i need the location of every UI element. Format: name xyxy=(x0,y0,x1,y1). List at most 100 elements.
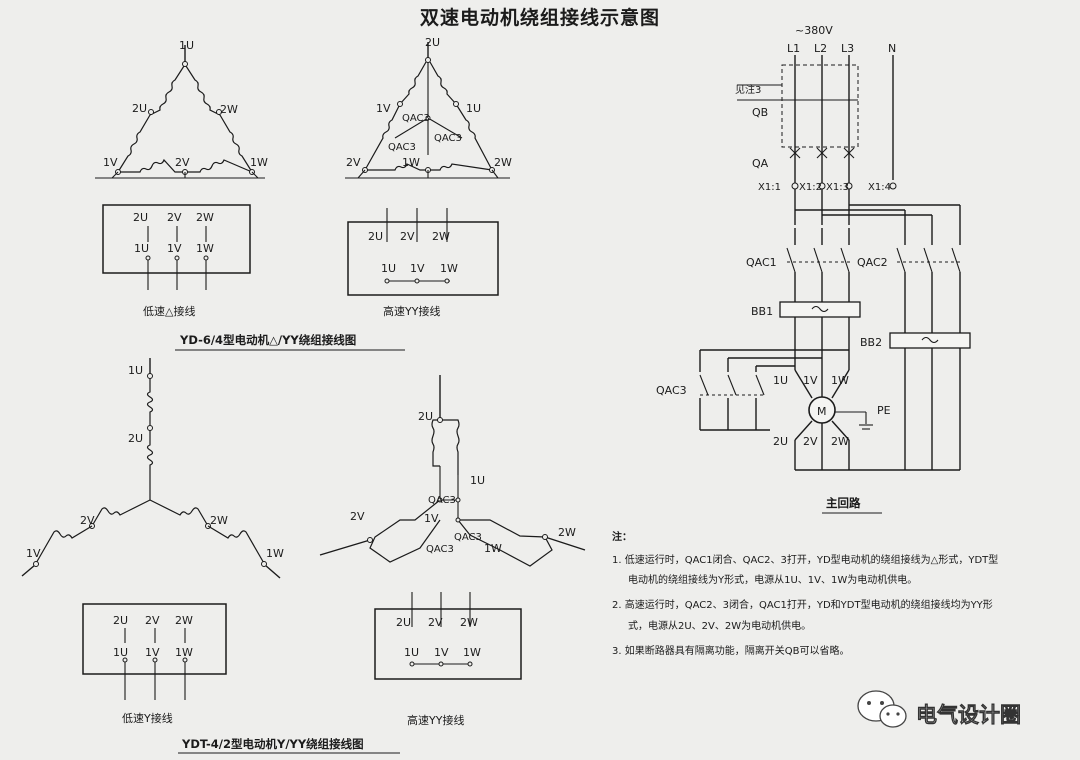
star-low-winding xyxy=(21,358,281,579)
yy2-label-1u: 1U xyxy=(470,474,485,487)
box-dh-2w: 2W xyxy=(432,230,450,243)
phase-l2: L2 xyxy=(814,42,827,55)
caption-ydt-section: YDT-4/2型电动机Y/YY绕组接线图 xyxy=(181,737,364,751)
motor-1v: 1V xyxy=(803,374,818,387)
box-dh-1v: 1V xyxy=(410,262,425,275)
box-dh-2u: 2U xyxy=(368,230,383,243)
see-note-3: 见注3 xyxy=(735,83,761,96)
motor-2w: 2W xyxy=(831,435,849,448)
neutral-n: N xyxy=(888,42,896,55)
yy2-label-1w: 1W xyxy=(484,542,502,555)
yy2-label-2v: 2V xyxy=(350,510,365,523)
bb1-label: BB1 xyxy=(751,305,773,318)
box-sl-1v: 1V xyxy=(145,646,160,659)
yy-label-2v: 2V xyxy=(346,156,361,169)
notes-head: 注： xyxy=(612,530,632,543)
delta-yy-winding xyxy=(345,42,510,179)
note-1b: 电动机的绕组接线为Y形式，电源从1U、1V、1W为电动机供电。 xyxy=(628,573,917,586)
yy-label-1w: 1W xyxy=(402,156,420,169)
note-3: 3. 如果断路器具有隔离功能，隔离开关QB可以省略。 xyxy=(612,644,849,657)
yy2-label-2w: 2W xyxy=(558,526,576,539)
caption-yd-section: YD-6/4型电动机△/YY绕组接线图 xyxy=(179,333,356,347)
box-sl-1u: 1U xyxy=(113,646,128,659)
yy-qac3-a: QAC3 xyxy=(402,113,430,124)
x1-3: X1:3 xyxy=(826,182,849,193)
caption-delta-high: 高速YY接线 xyxy=(383,304,440,318)
label-2w: 2W xyxy=(220,103,238,116)
box-dl-2w: 2W xyxy=(196,211,214,224)
box-dl-2u: 2U xyxy=(133,211,148,224)
phase-l3: L3 xyxy=(841,42,854,55)
star-label-1u: 1U xyxy=(128,364,143,377)
box-dh-1u: 1U xyxy=(381,262,396,275)
caption-star-low: 低速Y接线 xyxy=(122,711,173,725)
yy-label-1u: 1U xyxy=(466,102,481,115)
note-2a: 2. 高速运行时，QAC2、3闭合，QAC1打开，YD和YDT型电动机的绕组接线… xyxy=(612,598,993,611)
wechat-icon xyxy=(857,690,907,728)
caption-star-high: 高速YY接线 xyxy=(407,713,464,727)
x1-2: X1:2 xyxy=(799,182,822,193)
yy2-label-2u: 2U xyxy=(418,410,433,423)
box-sh-2w: 2W xyxy=(460,616,478,629)
box-sh-1u: 1U xyxy=(404,646,419,659)
bb2-label: BB2 xyxy=(860,336,882,349)
watermark-text: 电气设计圈 xyxy=(916,703,1021,727)
terminal-box-star-low xyxy=(82,603,227,700)
x1-4: X1:4 xyxy=(868,182,891,193)
yy2-qac3-a: QAC3 xyxy=(428,495,456,506)
box-sl-2u: 2U xyxy=(113,614,128,627)
yy2-qac3-b: QAC3 xyxy=(454,532,482,543)
box-sl-2v: 2V xyxy=(145,614,160,627)
diagram-title: 双速电动机绕组接线示意图 xyxy=(420,6,660,29)
yy-label-2u: 2U xyxy=(425,36,440,49)
star-label-1v: 1V xyxy=(26,547,41,560)
box-dl-2v: 2V xyxy=(167,211,182,224)
main-circuit xyxy=(699,55,971,471)
label-2v: 2V xyxy=(175,156,190,169)
qac3-label: QAC3 xyxy=(656,384,687,397)
box-dh-2v: 2V xyxy=(400,230,415,243)
note-2b: 式，电源从2U、2V、2W为电动机供电。 xyxy=(628,619,811,632)
label-2u: 2U xyxy=(132,102,147,115)
yy-qac3-b: QAC3 xyxy=(434,133,462,144)
yy2-qac3-c: QAC3 xyxy=(426,544,454,555)
caption-delta-low: 低速△接线 xyxy=(143,304,195,318)
box-dh-1w: 1W xyxy=(440,262,458,275)
star-label-2v: 2V xyxy=(80,514,95,527)
motor-2v: 2V xyxy=(803,435,818,448)
main-circuit-caption: 主回路 xyxy=(826,496,861,510)
supply-voltage: ~380V xyxy=(795,24,833,37)
yy-label-1v: 1V xyxy=(376,102,391,115)
box-dl-1w: 1W xyxy=(196,242,214,255)
yy2-label-1v: 1V xyxy=(424,512,439,525)
qac1-label: QAC1 xyxy=(746,256,777,269)
delta-low-winding xyxy=(95,45,265,179)
pe-label: PE xyxy=(877,404,891,417)
terminal-box-star-high xyxy=(374,592,522,680)
box-sl-2w: 2W xyxy=(175,614,193,627)
motor-1u: 1U xyxy=(773,374,788,387)
box-dl-1v: 1V xyxy=(167,242,182,255)
box-sh-2u: 2U xyxy=(396,616,411,629)
motor-2u: 2U xyxy=(773,435,788,448)
label-1v: 1V xyxy=(103,156,118,169)
terminal-box-delta-low xyxy=(102,204,251,290)
yy-qac3-c: QAC3 xyxy=(388,142,416,153)
qac2-label: QAC2 xyxy=(857,256,888,269)
yy-label-2w: 2W xyxy=(494,156,512,169)
box-dl-1u: 1U xyxy=(134,242,149,255)
qa-label: QA xyxy=(752,157,769,170)
terminal-box-delta-high xyxy=(347,208,499,296)
star-label-2w: 2W xyxy=(210,514,228,527)
label-1w: 1W xyxy=(250,156,268,169)
label-1u: 1U xyxy=(179,39,194,52)
star-label-1w: 1W xyxy=(266,547,284,560)
motor-1w: 1W xyxy=(831,374,849,387)
x1-1: X1:1 xyxy=(758,182,781,193)
motor-m: M xyxy=(817,405,827,418)
star-yy-winding xyxy=(319,375,586,567)
box-sh-1v: 1V xyxy=(434,646,449,659)
note-1a: 1. 低速运行时，QAC1闭合、QAC2、3打开，YD型电动机的绕组接线为△形式… xyxy=(612,553,998,566)
box-sl-1w: 1W xyxy=(175,646,193,659)
